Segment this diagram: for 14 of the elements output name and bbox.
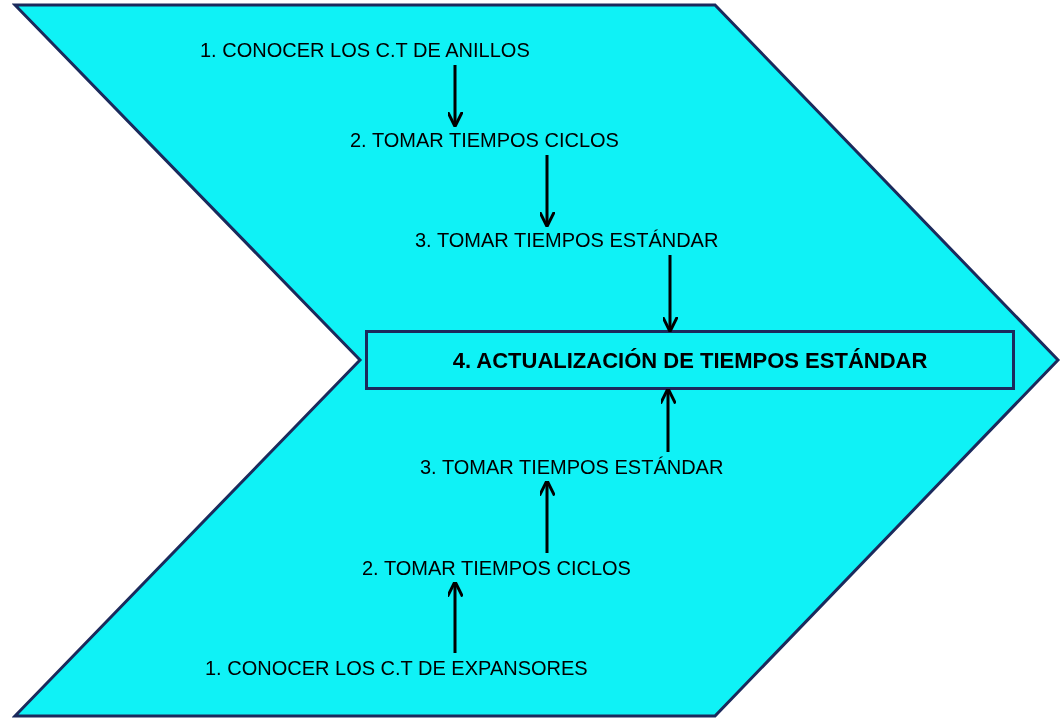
arrow xyxy=(446,65,464,128)
arrow xyxy=(659,387,677,452)
step-text: 3. TOMAR TIEMPOS ESTÁNDAR xyxy=(415,225,835,255)
step-text: 1. CONOCER LOS C.T DE ANILLOS xyxy=(200,35,620,65)
arrow xyxy=(538,479,556,553)
step-text: 1. CONOCER LOS C.T DE EXPANSORES xyxy=(205,653,675,683)
arrow xyxy=(538,155,556,228)
result-box: 4. ACTUALIZACIÓN DE TIEMPOS ESTÁNDAR xyxy=(365,330,1015,390)
chevron-shape xyxy=(12,3,1061,718)
step-text: 3. TOMAR TIEMPOS ESTÁNDAR xyxy=(420,452,820,482)
step-text: 2. TOMAR TIEMPOS CICLOS xyxy=(362,553,722,583)
step-text: 2. TOMAR TIEMPOS CICLOS xyxy=(350,125,710,155)
arrow xyxy=(446,580,464,653)
arrow xyxy=(661,255,679,333)
